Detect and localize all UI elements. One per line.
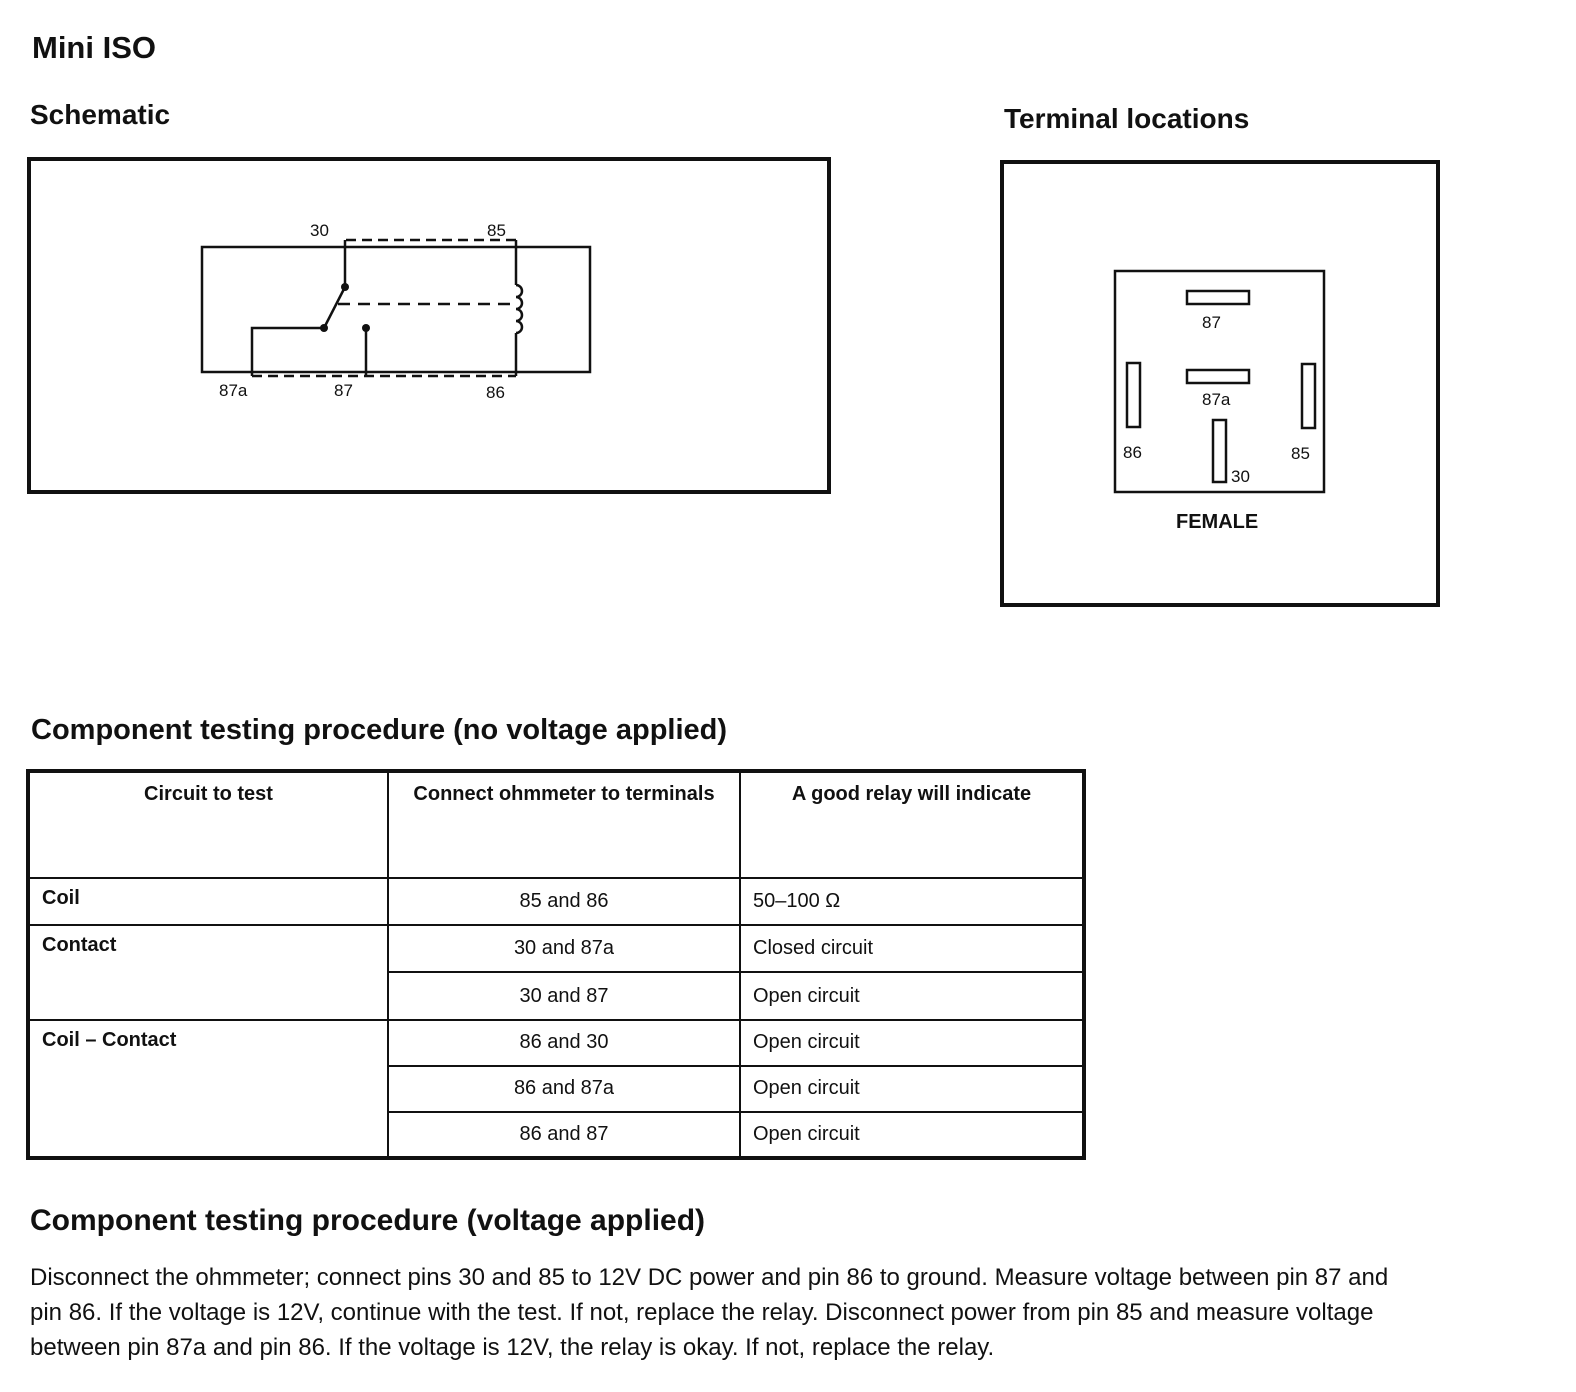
indicate-cell: Open circuit [739, 971, 1085, 1021]
table-row: 30 and 87 Open circuit [28, 971, 1085, 1021]
terminals-cell: 85 and 86 [387, 877, 741, 927]
table-row: 86 and 87 Open circuit [28, 1110, 1085, 1160]
voltage-procedure-text: Disconnect the ohmmeter; connect pins 30… [30, 1264, 1389, 1361]
pin87-dot [362, 324, 370, 332]
terminal-label-87: 87 [1202, 313, 1221, 332]
pin87a-wire [250, 326, 324, 376]
terminal-87a-blade [1185, 368, 1251, 385]
page-title: Mini ISO [32, 30, 156, 65]
female-caption: FEMALE [1176, 511, 1259, 533]
schematic-heading: Schematic [30, 99, 171, 130]
schematic-label-87: 87 [334, 381, 353, 400]
schematic-label-85: 85 [487, 221, 506, 240]
schematic-frame [27, 157, 831, 494]
terminal-label-87a: 87a [1202, 390, 1231, 409]
no-voltage-table: Circuit to test Connect ohmmeter to term… [26, 769, 1086, 1160]
terminal-86-blade [1125, 361, 1142, 429]
switch-arm [322, 286, 347, 329]
circuit-coil: Coil [27, 877, 389, 927]
relay-outline [200, 245, 592, 374]
table-row: Coil – Contact 86 and 30 Open circuit [27, 1018, 1085, 1160]
terminal-label-85: 85 [1291, 444, 1310, 463]
indicate-cell: Open circuit [739, 1064, 1085, 1113]
terminals-cell: 86 and 87a [387, 1064, 741, 1113]
terminal-locations-heading: Terminal locations [1004, 103, 1250, 134]
table-row: 86 and 87a Open circuit [28, 1064, 1085, 1113]
indicate-cell: Open circuit [739, 1018, 1085, 1067]
pin30-dot [341, 283, 349, 291]
circuit-contact: Contact [27, 924, 389, 1021]
terminals-cell: 30 and 87 [387, 971, 741, 1021]
pin87a-dot [320, 324, 328, 332]
table-row: Contact 30 and 87a Closed circuit [27, 924, 1085, 1021]
voltage-heading: Component testing procedure (voltage app… [30, 1204, 706, 1237]
no-voltage-heading: Component testing procedure (no voltage … [31, 714, 728, 746]
coil-icon [515, 283, 524, 335]
table-row: Coil 85 and 86 50–100 Ω [27, 877, 1085, 927]
terminals-cell: 30 and 87a [387, 924, 741, 974]
indicate-cell: 50–100 Ω [739, 877, 1085, 927]
indicate-cell: Closed circuit [739, 924, 1085, 974]
terminals-cell: 86 and 87 [387, 1110, 741, 1160]
schematic-label-86: 86 [486, 383, 505, 402]
circuit-coil-contact: Coil – Contact [27, 1018, 389, 1160]
header-circuit: Circuit to test [27, 769, 389, 880]
schematic-label-30: 30 [310, 221, 329, 240]
relay-socket-outline [1113, 269, 1326, 494]
terminal-87-blade [1185, 289, 1251, 306]
header-indicate: A good relay will indicate [739, 769, 1085, 880]
terminal-locations-frame [1000, 160, 1440, 607]
terminal-30-blade [1211, 418, 1228, 484]
header-terminals: Connect ohmmeter to terminals [387, 769, 741, 880]
table-header-row: Circuit to test Connect ohmmeter to term… [27, 769, 1085, 880]
terminals-cell: 86 and 30 [387, 1018, 741, 1067]
terminal-85-blade [1300, 362, 1317, 430]
schematic-label-87a: 87a [219, 381, 248, 400]
terminal-label-86: 86 [1123, 443, 1142, 462]
indicate-cell: Open circuit [739, 1110, 1085, 1160]
terminal-label-30: 30 [1231, 467, 1250, 486]
